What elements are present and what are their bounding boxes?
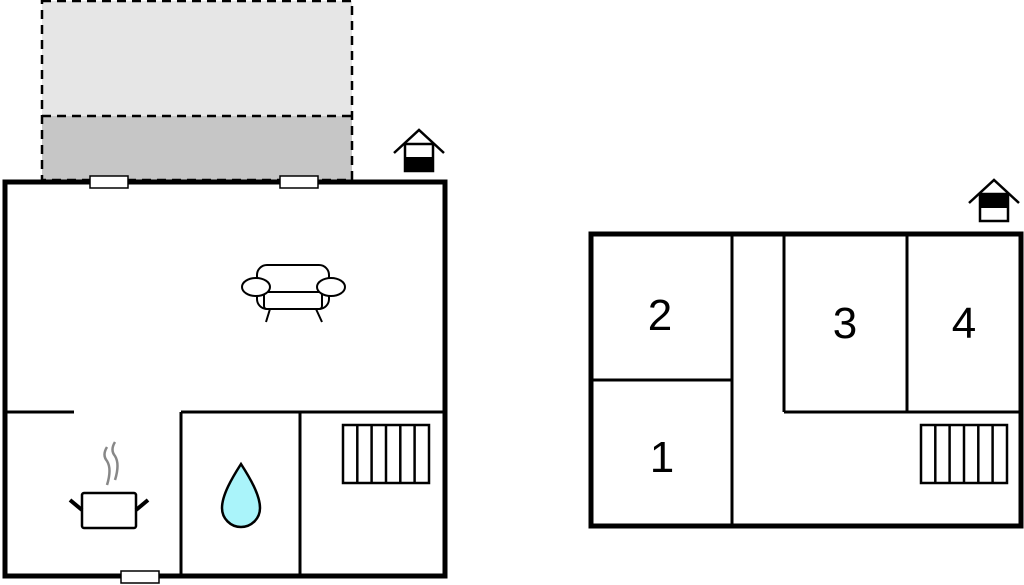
window xyxy=(279,175,319,189)
terrace xyxy=(40,0,354,182)
stairs-icon xyxy=(919,423,1009,485)
ground-floor-plan xyxy=(2,175,448,584)
water-drop-icon xyxy=(220,461,262,529)
house-ground-floor-icon xyxy=(393,128,445,173)
stairs-icon xyxy=(341,423,431,485)
sofa-icon xyxy=(241,264,346,323)
bedroom-2-label: 2 xyxy=(648,291,672,340)
window xyxy=(89,175,129,189)
house-upper-floor-icon xyxy=(968,178,1020,223)
cooking-pot-icon xyxy=(68,441,150,530)
bedroom-3-label: 3 xyxy=(833,299,857,348)
bedroom-4-label: 4 xyxy=(952,299,976,348)
window xyxy=(120,570,160,584)
bedroom-1-label: 1 xyxy=(650,433,674,482)
